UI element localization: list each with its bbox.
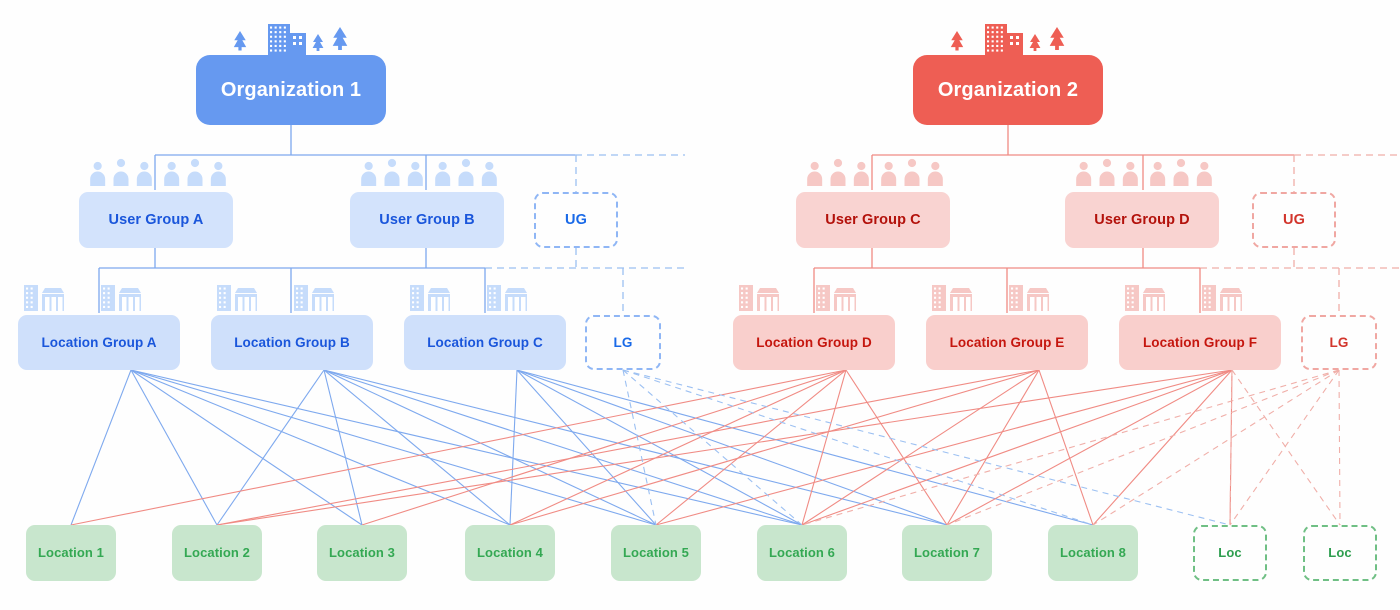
user-group-ugb[interactable]: User Group B [350,158,504,248]
connector-line [516,369,1094,526]
connector-line [1229,369,1233,526]
location-group-label: Location Group B [234,334,350,350]
connector-line [130,369,218,526]
location-loc5[interactable]: Location 5 [611,525,701,581]
location-group-label: Location Group D [756,334,872,350]
connector-line [516,369,948,526]
user-group-ugd[interactable]: User Group D [1065,158,1219,248]
location-group-label: LG [613,334,633,350]
location-group-lgx1[interactable]: LG [585,315,661,370]
connector-line [216,369,1040,526]
location-label: Location 4 [476,544,543,560]
connector-line [655,369,847,526]
connector-line [361,369,847,526]
connector-line [801,369,1233,526]
connector-line [516,369,657,526]
location-loc4[interactable]: Location 4 [465,525,555,581]
user-group-label: UG [1283,211,1305,228]
location-group-lge[interactable]: Location Group E [926,285,1088,370]
connector-line [130,369,511,526]
location-label: Location 8 [1059,544,1126,560]
connector-line [1229,369,1340,526]
connector-line [946,369,1340,526]
location-label: Location 6 [768,544,835,560]
connector-line [509,369,518,526]
user-group-label: UG [565,211,587,228]
user-group-label: User Group A [108,211,204,228]
location-label: Location 2 [183,544,250,560]
location-loc6[interactable]: Location 6 [757,525,847,581]
connector-line [323,369,511,526]
user-group-label: User Group B [379,211,475,228]
connector-line [1231,369,1341,526]
location-group-lgf[interactable]: Location Group F [1119,285,1281,370]
location-label: Location 5 [622,544,689,560]
connector-line [946,369,1233,526]
location-group-label: Location Group C [427,334,543,350]
connector-line [946,369,1040,526]
connector-line [1038,369,1094,526]
location-group-lga[interactable]: Location Group A [18,285,180,370]
connector-line [622,369,657,526]
connector-line [516,369,803,526]
connector-line [622,369,1231,526]
location-group-lgb[interactable]: Location Group B [211,285,373,370]
organization-org2[interactable]: Organization 2 [913,24,1103,125]
connector-line [801,369,1340,526]
connector-line [216,369,325,526]
organization-label: Organization 1 [220,78,362,101]
location-loc10[interactable]: Loc [1303,525,1377,581]
user-group-ugx1[interactable]: UG [534,192,618,248]
location-group-label: Location Group F [1142,334,1258,350]
user-group-ugc[interactable]: User Group C [796,158,950,248]
location-group-label: Location Group A [41,334,157,350]
location-group-lgx2[interactable]: LG [1301,315,1377,370]
connector-line [509,369,1040,526]
connector-line [1092,369,1340,526]
location-group-label: Location Group E [949,334,1065,350]
user-group-label: User Group D [1094,211,1190,228]
location-loc3[interactable]: Location 3 [317,525,407,581]
connector-line [801,369,1040,526]
connector-line [323,369,948,526]
location-group-label: LG [1329,334,1349,350]
location-group-lgc[interactable]: Location Group C [404,285,566,370]
user-group-ugx2[interactable]: UG [1252,192,1336,248]
organization-label: Organization 2 [937,78,1079,101]
connector-line [845,369,948,526]
connector-line [130,369,363,526]
connector-line [70,369,132,526]
connector-line [1092,369,1233,526]
location-label: Location 7 [913,544,980,560]
connector-line [509,369,847,526]
user-group-label: User Group C [825,211,921,228]
location-loc7[interactable]: Location 7 [902,525,992,581]
location-loc9[interactable]: Loc [1193,525,1267,581]
connector-line [70,369,847,526]
location-group-lgd[interactable]: Location Group D [733,285,895,370]
location-label: Loc [1328,544,1352,560]
organization-org1[interactable]: Organization 1 [196,24,386,125]
connector-line [130,369,657,526]
connector-line [323,369,803,526]
location-loc8[interactable]: Location 8 [1048,525,1138,581]
user-group-uga[interactable]: User Group A [79,158,233,248]
connector-line [130,369,803,526]
location-loc1[interactable]: Location 1 [26,525,116,581]
connector-line [323,369,657,526]
connector-line [801,369,847,526]
connector-line [216,369,1233,526]
location-label: Location 3 [328,544,395,560]
connector-line [1338,369,1341,526]
location-loc2[interactable]: Location 2 [172,525,262,581]
connector-line [655,369,1233,526]
location-label: Loc [1218,544,1242,560]
connector-line [622,369,1094,526]
location-label: Location 1 [37,544,104,560]
